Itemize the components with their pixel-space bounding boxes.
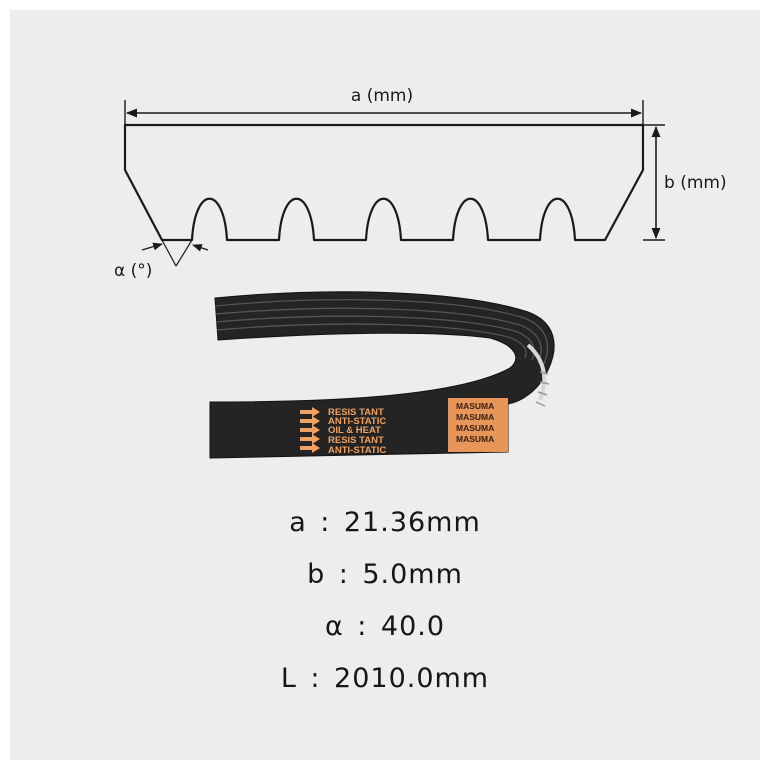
alpha-arrow-right (192, 244, 209, 252)
brand-line-3: MASUMA (456, 423, 494, 433)
alpha-guide-left (161, 239, 177, 267)
brand-line-1: MASUMA (456, 401, 494, 411)
spec-value-alpha: 40.0 (380, 611, 446, 642)
alpha-label: α (°) (114, 261, 152, 281)
spec-row-length: L:2010.0mm (0, 653, 770, 705)
belt-photo: MASUMA MASUMA MASUMA MASUMA RESIS TANT A… (209, 291, 555, 459)
spec-value-b: 5.0mm (362, 559, 463, 590)
spec-key-a: a (289, 507, 307, 538)
spec-list: a:21.36mm b:5.0mm α:40.0 L:2010.0mm (0, 497, 770, 705)
spec-sep-alpha: : (357, 611, 367, 642)
brand-line-2: MASUMA (456, 412, 494, 422)
spec-sep-a: : (320, 507, 330, 538)
belt-profile (123, 123, 645, 242)
alpha-guide-right (175, 239, 193, 267)
belt-print-5: ANTI-STATIC (328, 445, 386, 456)
spec-row-alpha: α:40.0 (0, 601, 770, 653)
product-card (10, 10, 760, 760)
spec-value-length: 2010.0mm (334, 663, 490, 694)
belt-print-3: OIL & HEAT (328, 425, 381, 436)
dim-a-label: a (mm) (351, 86, 413, 106)
dim-b-label: b (mm) (664, 173, 727, 193)
brand-label (448, 398, 508, 452)
spec-key-b: b (307, 559, 325, 590)
spec-row-a: a:21.36mm (0, 497, 770, 549)
spec-key-alpha: α (324, 611, 344, 642)
spec-sep-b: : (338, 559, 349, 590)
spec-sep-length: : (310, 663, 321, 694)
belt-print-2: ANTI-STATIC (328, 416, 386, 427)
alpha-arrow-left (141, 242, 163, 251)
spec-value-a: 21.36mm (343, 507, 481, 538)
brand-line-4: MASUMA (456, 434, 494, 444)
spec-row-b: b:5.0mm (0, 549, 770, 601)
belt-print-1: RESIS TANT (328, 407, 384, 418)
belt-print-4: RESIS TANT (328, 435, 384, 446)
spec-key-length: L (280, 663, 297, 694)
